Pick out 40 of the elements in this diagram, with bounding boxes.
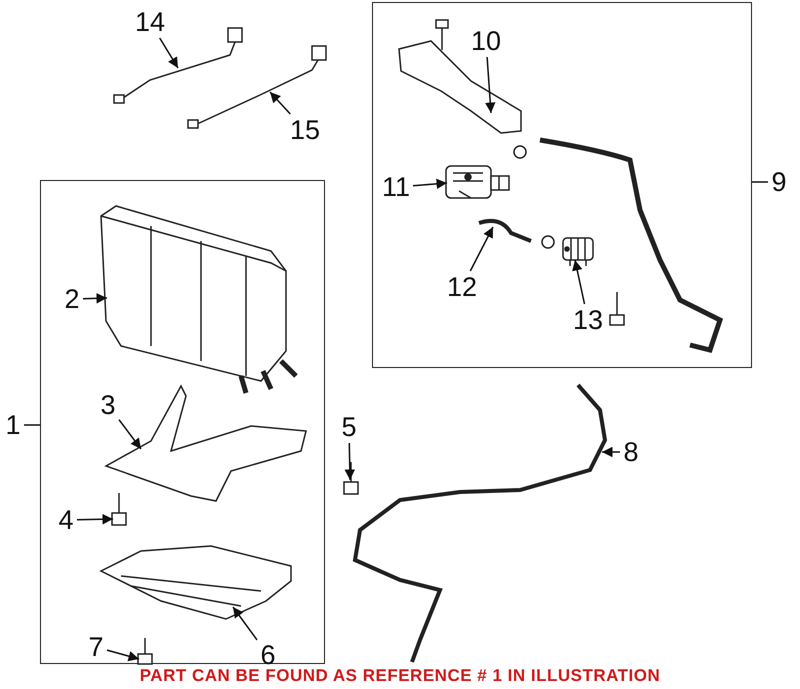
group-frame — [372, 2, 752, 368]
callout-number: 5 — [340, 413, 358, 441]
callout-number: 14 — [135, 8, 165, 36]
leader-line — [344, 442, 356, 480]
leader-line — [76, 514, 114, 524]
callout-number: 9 — [770, 168, 788, 196]
callout-number: 2 — [63, 285, 81, 313]
bracket-line — [24, 424, 40, 426]
callout-number: 12 — [447, 273, 477, 301]
callout-number: 10 — [471, 27, 501, 55]
leader-line — [485, 56, 496, 114]
leader-line — [470, 226, 494, 272]
leader-line — [232, 606, 258, 640]
valve-drawing — [444, 164, 511, 200]
bolt-icon — [136, 636, 154, 666]
leader-line — [412, 178, 448, 190]
callout-number: 13 — [573, 306, 603, 334]
canister-drawing — [99, 204, 299, 396]
callout-number: 8 — [622, 438, 640, 466]
bracket-line — [752, 181, 768, 183]
bolt-icon — [342, 460, 360, 496]
leader-line — [106, 649, 140, 662]
leader-line — [602, 446, 620, 458]
callout-number: 11 — [381, 173, 411, 201]
heat-shield-drawing — [99, 544, 293, 621]
leader-line — [159, 38, 179, 68]
callout-number: 6 — [259, 641, 277, 669]
callout-number: 4 — [57, 506, 75, 534]
callout-number: 7 — [87, 633, 105, 661]
bolt-icon — [110, 491, 128, 527]
callout-number: 3 — [99, 391, 117, 419]
filter-drawing — [561, 236, 595, 268]
leader-line — [118, 419, 142, 450]
callout-number: 1 — [4, 411, 22, 439]
group-frame — [40, 180, 325, 664]
leader-line — [572, 260, 586, 304]
reference-note: PART CAN BE FOUND AS REFERENCE # 1 IN ILLUSTRATION — [138, 666, 662, 686]
callout-number: 15 — [290, 116, 320, 144]
leader-line — [82, 293, 108, 304]
leader-line — [269, 92, 291, 114]
